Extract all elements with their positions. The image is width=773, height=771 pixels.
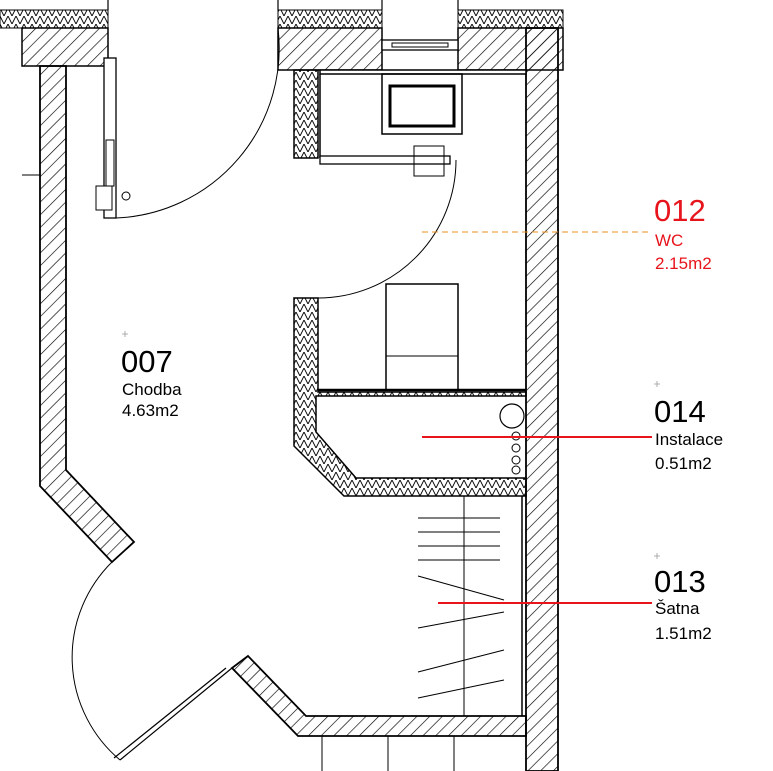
room-number: 007 [121,344,173,379]
wc-door [317,145,457,299]
room-014-label: 014 Instalace 0.51m2 [654,394,723,473]
room-013-label: 013 Šatna 1.51m2 [654,564,712,643]
room-name: Šatna [655,599,700,618]
wc-partitions [293,69,527,497]
room-name: Instalace [655,430,723,449]
room-area: 1.51m2 [655,624,712,643]
left-wall [22,65,136,564]
right-wall [525,27,559,771]
room-markers [122,331,660,559]
room-name: WC [655,231,683,250]
room-name: Chodba [122,380,182,399]
entrance-door [95,27,280,219]
wardrobe-shelving [417,496,523,716]
room-number: 012 [654,193,706,228]
room-012-label: 012 WC 2.15m2 [654,193,712,273]
top-wall [0,0,564,71]
lower-wall [230,654,527,771]
room-number: 013 [654,564,706,599]
room-area: 2.15m2 [655,254,712,273]
leader-lines [422,231,652,604]
room-area: 4.63m2 [122,401,179,420]
wc-fixtures [381,73,463,391]
room-007-label: 007 Chodba 4.63m2 [121,344,182,420]
lower-door [71,561,233,761]
room-area: 0.51m2 [655,454,712,473]
installation-fixtures [499,403,525,475]
room-number: 014 [654,394,706,429]
